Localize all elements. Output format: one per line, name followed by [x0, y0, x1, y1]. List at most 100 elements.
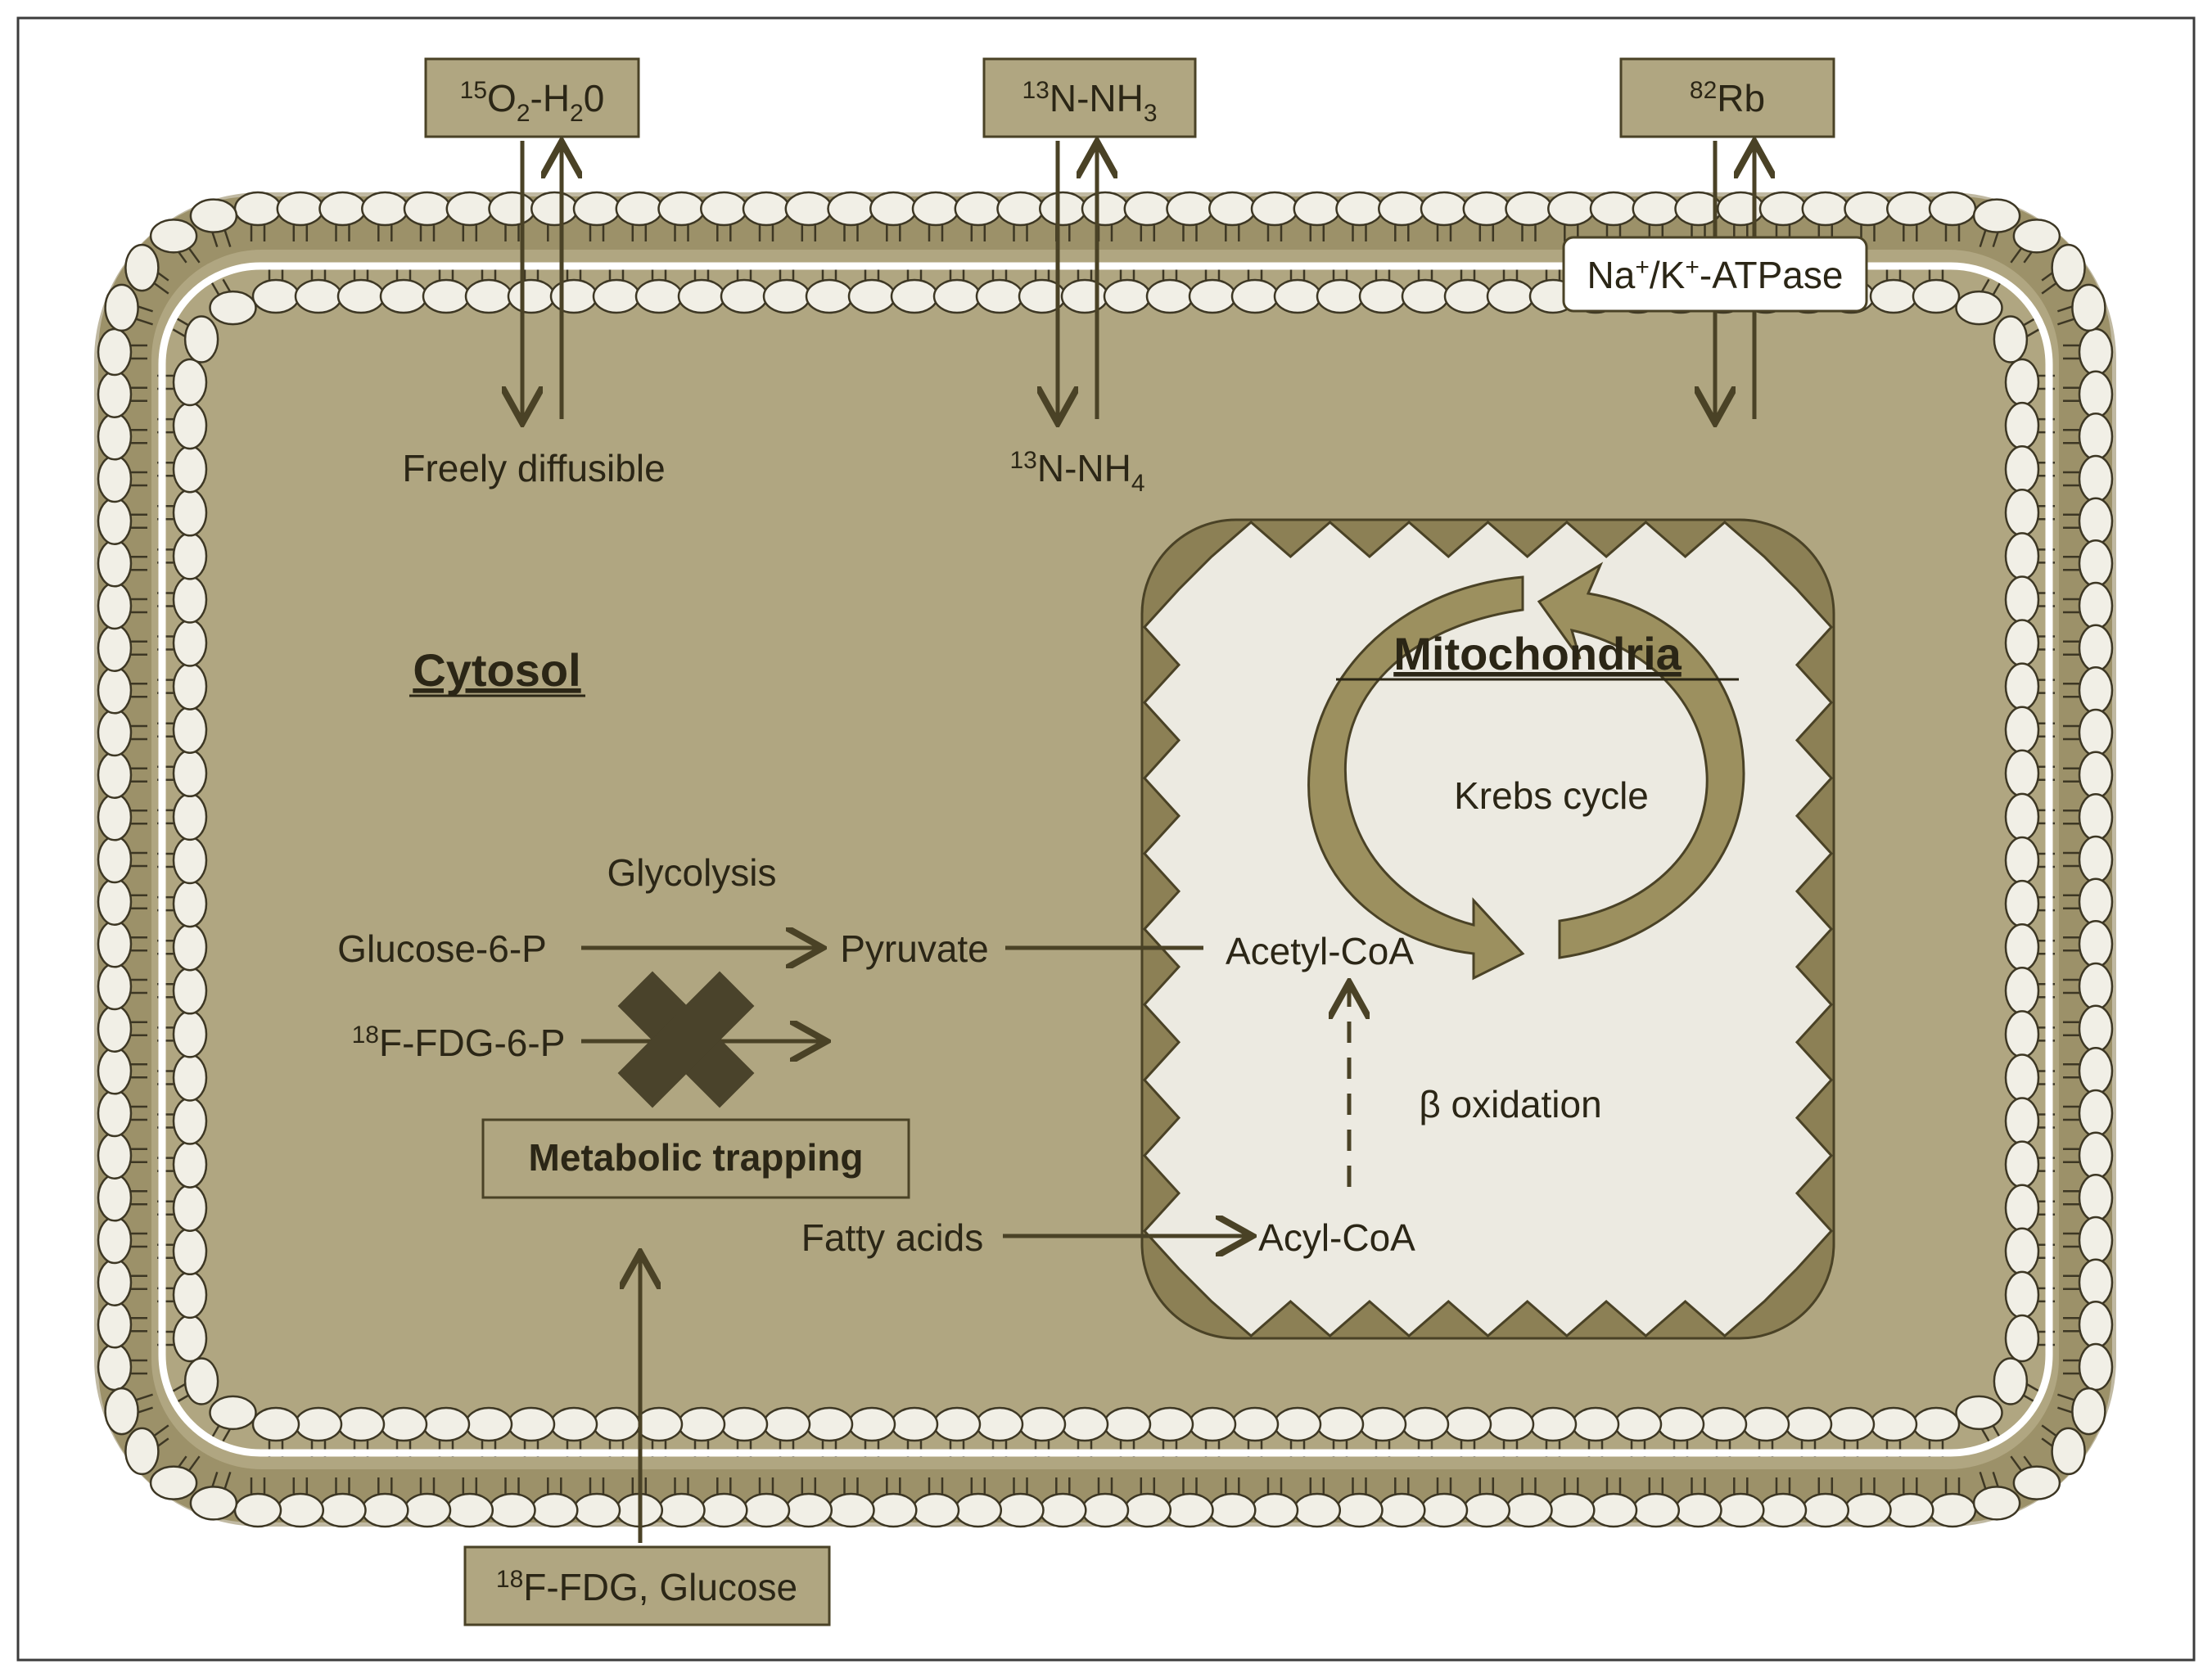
lipid-head: [97, 1047, 133, 1095]
lipid-head: [294, 1406, 343, 1442]
lipid-head: [1103, 1406, 1152, 1442]
lipid-head: [2078, 497, 2114, 545]
lipid-head: [276, 191, 325, 227]
lipid-head: [784, 1492, 833, 1528]
lipid-head: [1335, 1492, 1384, 1528]
lipid-head: [657, 191, 706, 227]
lipid-head: [172, 489, 208, 537]
nh4-label: 13N-NH4: [1009, 447, 1144, 497]
lipid-head: [2004, 532, 2040, 580]
lipid-head: [97, 413, 133, 461]
lipid-head: [2004, 444, 2040, 494]
lipid-head: [1358, 1406, 1407, 1442]
lipid-head: [1928, 191, 1977, 227]
lipid-head: [2004, 1184, 2040, 1232]
lipid-head: [172, 1227, 208, 1276]
lipid-head: [1758, 191, 1808, 227]
lipid-head: [97, 497, 133, 545]
lipid-head: [97, 624, 133, 672]
lipid-head: [172, 1140, 208, 1189]
lipid-head: [572, 191, 621, 227]
lipid-head: [233, 191, 282, 227]
lipid-head: [361, 191, 409, 227]
lipid-head: [2078, 1301, 2114, 1349]
lipid-head: [2004, 749, 2040, 798]
lipid-head: [1993, 315, 2029, 363]
lipid-head: [251, 278, 300, 314]
tracer-label-nh3: 13N-NH3: [1022, 77, 1157, 127]
lipid-head: [2004, 1270, 2040, 1319]
lipid-head: [189, 198, 238, 233]
lipid-head: [124, 1427, 160, 1476]
lipid-head: [172, 749, 208, 798]
lipid-head: [97, 1258, 133, 1306]
lipid-head: [720, 278, 769, 314]
lipid-head: [1993, 1357, 2029, 1405]
lipid-head: [1123, 1492, 1172, 1528]
acetyl-coa-label: Acetyl-CoA: [1226, 930, 1414, 972]
lipid-head: [1632, 191, 1681, 227]
lipid-head: [1230, 1406, 1280, 1442]
lipid-head: [1123, 191, 1172, 227]
lipid-head: [488, 191, 536, 227]
lipid-head: [847, 1406, 896, 1442]
lipid-head: [2004, 619, 2040, 667]
lipid-head: [379, 278, 428, 314]
lipid-head: [172, 922, 208, 972]
lipid-head: [1081, 191, 1130, 227]
lipid-head: [911, 191, 960, 227]
lipid-head: [954, 191, 1003, 227]
lipid-head: [1293, 1492, 1342, 1528]
lipid-head: [172, 1270, 208, 1319]
metabolic-trapping-box: [481, 1118, 910, 1199]
lipid-head: [2004, 1140, 2040, 1189]
lipid-head: [1801, 191, 1850, 227]
lipid-head: [1589, 1492, 1638, 1528]
na-k-atpase-box: [1562, 236, 1868, 313]
lipid-head: [172, 706, 208, 754]
lipid-head: [762, 278, 811, 314]
lipid-head: [2078, 1258, 2114, 1306]
lipid-head: [172, 532, 208, 580]
lipid-head: [827, 1492, 875, 1528]
lipid-head: [97, 327, 133, 377]
lipid-head: [172, 836, 208, 885]
lipid-head: [97, 666, 133, 715]
lipid-head: [97, 581, 133, 630]
lipid-head: [2004, 836, 2040, 885]
lipid-head: [869, 1492, 918, 1528]
lipid-head: [1166, 191, 1214, 227]
lipid-head: [549, 1406, 598, 1442]
lipid-head: [1674, 1492, 1722, 1528]
lipid-head: [869, 191, 918, 227]
lipid-head: [592, 1406, 641, 1442]
lipid-head: [251, 1406, 300, 1442]
inner-membrane-line: [158, 262, 2053, 1457]
lipid-head: [1972, 1486, 2021, 1521]
lipid-head: [1358, 278, 1407, 314]
lipid-head: [172, 444, 208, 494]
lipid-head: [379, 1406, 428, 1442]
lipid-head: [2078, 1047, 2114, 1095]
lipid-head: [1528, 1406, 1578, 1442]
lipid-head: [1656, 1406, 1705, 1442]
lipid-head: [1912, 1406, 1961, 1442]
lipid-head: [209, 290, 257, 326]
lipid-head: [1589, 191, 1638, 227]
lipid-head: [172, 1010, 208, 1058]
lipid-head: [742, 191, 791, 227]
lipid-head: [1826, 1406, 1876, 1442]
lipid-head: [507, 278, 556, 314]
na-k-atpase-label: Na+/K+-ATPase: [1587, 254, 1844, 296]
lipid-head: [1717, 191, 1765, 227]
lipid-head: [445, 1492, 494, 1528]
lipid-head: [2078, 1174, 2114, 1222]
lipid-head: [677, 1406, 726, 1442]
lipid-head: [445, 191, 494, 227]
lipid-head: [1486, 1406, 1535, 1442]
lipid-head: [1420, 191, 1469, 227]
tracer-box-rb: [1619, 57, 1835, 138]
lipid-head: [97, 1131, 133, 1180]
tracer-label-rb: 82Rb: [1690, 77, 1765, 120]
lipid-head: [1335, 191, 1384, 227]
